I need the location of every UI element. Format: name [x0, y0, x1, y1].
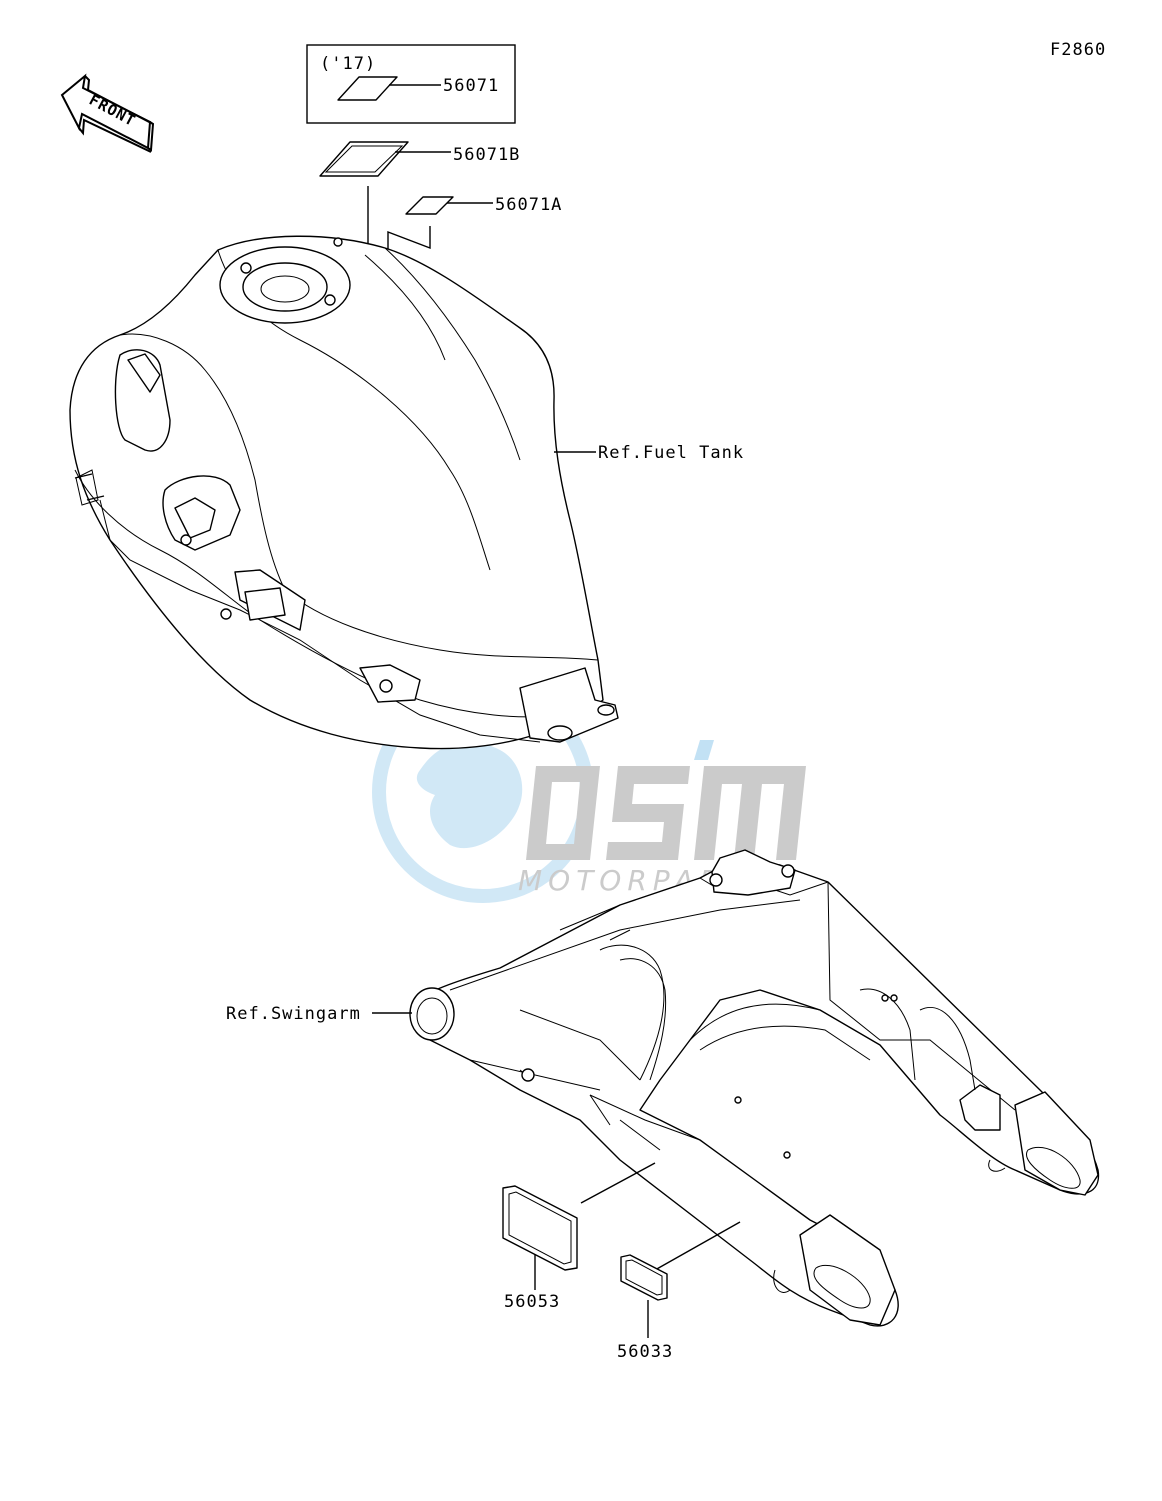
- part-56071A-group: 56071A: [387, 195, 562, 346]
- swingarm-axle-right: [1014, 1091, 1099, 1196]
- ref-fuel-tank: Ref.Fuel Tank: [598, 443, 744, 463]
- year-note: ('17): [320, 54, 376, 74]
- front-arrow-icon: FRONT: [60, 73, 155, 153]
- year-variant-box: [306, 44, 516, 124]
- swingarm-axle-left: [799, 1214, 896, 1326]
- part-56033-group: 56033: [617, 1221, 741, 1362]
- part-56071-group: ('17) 56071: [306, 44, 516, 124]
- watermark-globe-land: [416, 741, 523, 849]
- callout-56071A: 56071A: [495, 195, 562, 215]
- label-56071[interactable]: [337, 76, 398, 101]
- tank-plate: [519, 667, 619, 743]
- swingarm: [409, 849, 1100, 1327]
- leader-56053-diag: [580, 1162, 656, 1204]
- label-56071A[interactable]: [405, 196, 454, 215]
- watermark-logo: [526, 740, 806, 860]
- swingarm-top-mount: [711, 849, 796, 896]
- leader-56033-diag: [654, 1221, 741, 1271]
- callout-56053: 56053: [504, 1292, 560, 1312]
- fuel-tank: [69, 235, 619, 750]
- ref-swingarm: Ref.Swingarm: [226, 1004, 361, 1024]
- swingarm-pivot: [409, 987, 455, 1041]
- figure-code: F2860: [1050, 40, 1106, 60]
- label-56033[interactable]: [620, 1254, 668, 1301]
- label-56071B[interactable]: [319, 141, 409, 177]
- callout-56033: 56033: [617, 1342, 673, 1362]
- callout-56071B: 56071B: [453, 145, 520, 165]
- label-56053[interactable]: [502, 1185, 578, 1271]
- part-56053-group: 56053: [502, 1162, 656, 1312]
- fuel-cap: [242, 262, 328, 312]
- callout-56071: 56071: [443, 76, 499, 96]
- swingarm-chain-guard: [959, 1084, 1001, 1131]
- label-56071B-border: [324, 145, 404, 173]
